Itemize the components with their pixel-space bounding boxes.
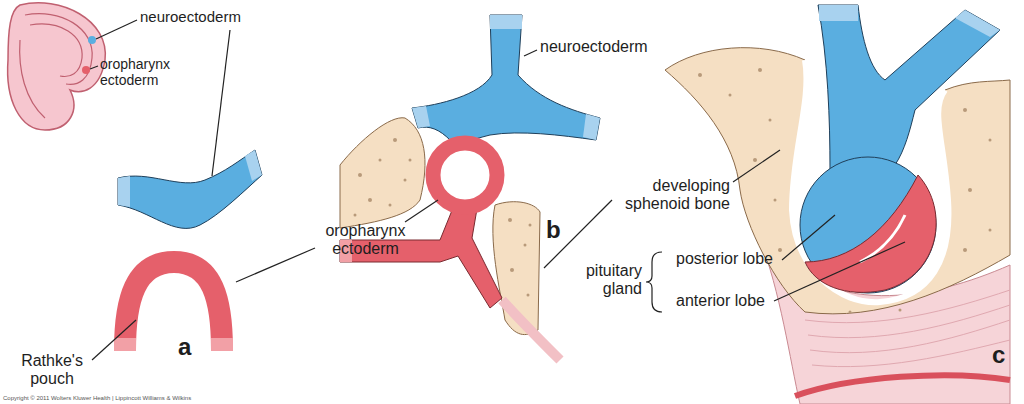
structure-label: Rathke's pouch — [12, 352, 92, 389]
structure-label: oropharynx ectoderm — [100, 56, 185, 88]
structure-label: anterior lobe — [676, 292, 765, 310]
structure-label: developing sphenoid bone — [615, 177, 730, 214]
embryo-sketch — [8, 3, 106, 130]
leader-lines — [90, 20, 905, 360]
structure-label: neuroectoderm — [140, 8, 241, 25]
copyright-note: Copyright © 2011 Wolters Kluwer Health |… — [3, 395, 191, 402]
structure-label: oropharynx ectoderm — [318, 222, 413, 259]
panel-letter: c — [992, 343, 1005, 367]
panel-b-figure — [340, 15, 600, 360]
structure-label: neuroectoderm — [540, 38, 648, 56]
panel-letter: b — [546, 218, 561, 242]
structure-label: pituitary gland — [572, 262, 642, 299]
panel-a-figure — [118, 150, 262, 351]
structure-label: posterior lobe — [676, 250, 773, 268]
panel-letter: a — [178, 335, 191, 359]
